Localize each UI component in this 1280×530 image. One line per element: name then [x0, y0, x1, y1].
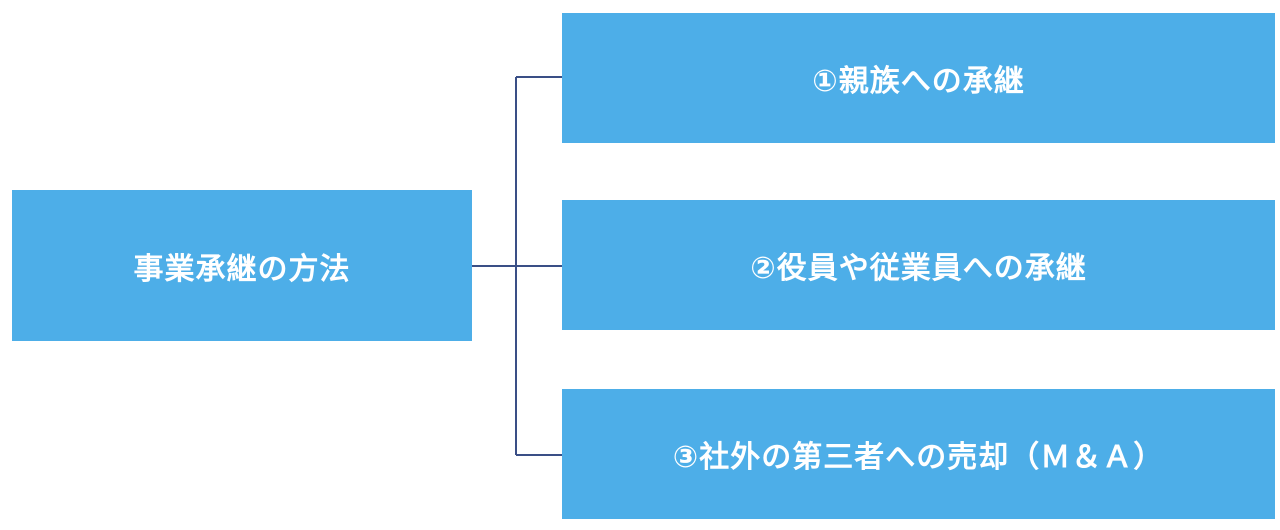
- child-node-family-succession: ①親族への承継: [562, 13, 1275, 143]
- root-node-label: 事業承継の方法: [133, 251, 351, 287]
- child-node-label: ③社外の第三者への売却（Ｍ＆Ａ）: [672, 440, 1165, 475]
- child-node-label: ①親族への承継: [812, 64, 1025, 99]
- root-node-box: 事業承継の方法: [12, 190, 472, 341]
- child-node-third-party-sale: ③社外の第三者への売却（Ｍ＆Ａ）: [562, 389, 1275, 519]
- child-node-employee-succession: ②役員や従業員への承継: [562, 200, 1275, 330]
- child-node-label: ②役員や従業員への承継: [750, 251, 1087, 286]
